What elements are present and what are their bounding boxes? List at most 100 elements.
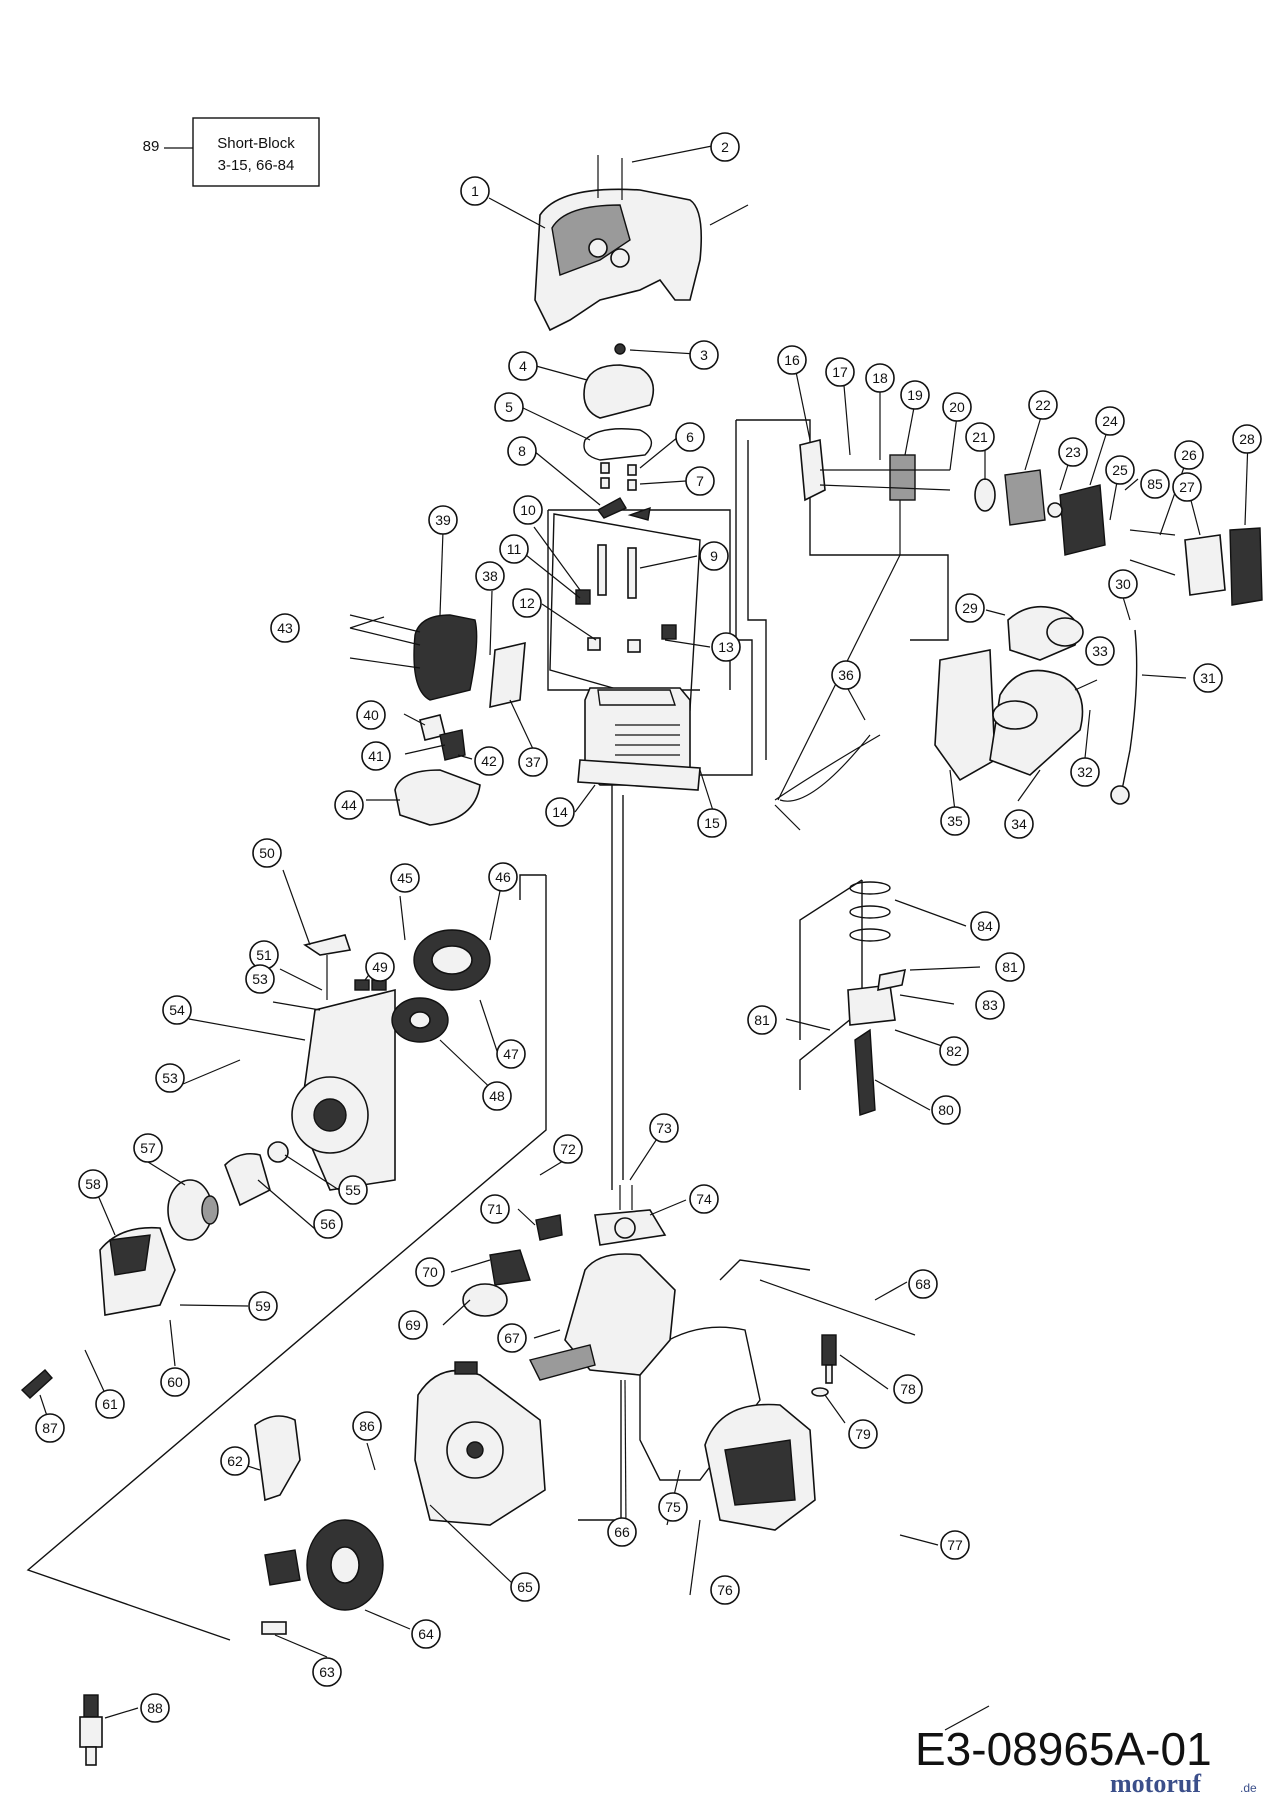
callout-76: 76 — [710, 1575, 740, 1605]
short-block-parts: 3-15, 66-84 — [218, 157, 295, 174]
callout-32: 32 — [1070, 757, 1100, 787]
short-block-title: Short-Block — [217, 135, 295, 152]
svg-text:68: 68 — [915, 1276, 931, 1292]
svg-text:53: 53 — [162, 1070, 178, 1086]
callout-82: 82 — [939, 1036, 969, 1066]
svg-text:47: 47 — [503, 1046, 519, 1062]
svg-text:79: 79 — [855, 1426, 871, 1442]
callout-31: 31 — [1193, 663, 1223, 693]
callout-27: 27 — [1172, 472, 1202, 502]
cylinder-14 — [577, 687, 701, 791]
callout-55: 55 — [338, 1175, 368, 1205]
callout-7: 7 — [685, 466, 715, 496]
svg-text:31: 31 — [1200, 670, 1216, 686]
callout-45: 45 — [390, 863, 420, 893]
spring-87 — [20, 1369, 53, 1399]
callout-65: 65 — [510, 1572, 540, 1602]
spark-plug-78 — [811, 1334, 837, 1397]
callout-37: 37 — [518, 747, 548, 777]
svg-text:9: 9 — [710, 548, 718, 564]
callout-56: 56 — [313, 1209, 343, 1239]
clutch-housing — [99, 1226, 176, 1316]
callout-46: 46 — [488, 862, 518, 892]
callout-9: 9 — [699, 541, 729, 571]
callout-29: 29 — [955, 593, 985, 623]
svg-text:17: 17 — [832, 364, 848, 380]
callout-39: 39 — [428, 505, 458, 535]
callout-57: 57 — [133, 1133, 163, 1163]
ignition-module — [254, 1415, 301, 1635]
air-filter-cover — [583, 343, 655, 461]
drawing-code: E3-08965A-01 — [915, 1723, 1212, 1775]
svg-text:30: 30 — [1115, 576, 1131, 592]
clutch-drum — [167, 1179, 219, 1241]
svg-text:77: 77 — [947, 1537, 963, 1553]
callout-25: 25 — [1105, 455, 1135, 485]
svg-text:63: 63 — [319, 1664, 335, 1680]
piston-assembly — [847, 881, 907, 1116]
svg-text:13: 13 — [718, 639, 734, 655]
svg-text:7: 7 — [696, 473, 704, 489]
callout-61: 61 — [95, 1389, 125, 1419]
callout-6: 6 — [675, 422, 705, 452]
callout-18: 18 — [865, 363, 895, 393]
callout-40: 40 — [356, 700, 386, 730]
svg-text:51: 51 — [256, 947, 272, 963]
callout-80: 80 — [931, 1095, 961, 1125]
svg-text:23: 23 — [1065, 444, 1081, 460]
svg-text:64: 64 — [418, 1626, 434, 1642]
svg-text:81: 81 — [1002, 959, 1018, 975]
callout-81a: 81 — [995, 952, 1025, 982]
svg-text:56: 56 — [320, 1216, 336, 1232]
svg-text:19: 19 — [907, 387, 923, 403]
svg-text:11: 11 — [507, 541, 522, 557]
svg-text:80: 80 — [938, 1102, 954, 1118]
svg-text:72: 72 — [560, 1141, 576, 1157]
callout-23: 23 — [1058, 437, 1088, 467]
fuel-line — [774, 804, 801, 831]
callout-21: 21 — [965, 422, 995, 452]
svg-text:28: 28 — [1239, 431, 1255, 447]
svg-text:57: 57 — [140, 1140, 156, 1156]
svg-text:36: 36 — [838, 667, 854, 683]
callout-41: 41 — [361, 741, 391, 771]
svg-text:27: 27 — [1179, 479, 1195, 495]
callout-88: 88 — [140, 1693, 170, 1723]
svg-text:43: 43 — [277, 620, 293, 636]
callout-26: 26 — [1174, 440, 1204, 470]
svg-text:50: 50 — [259, 845, 275, 861]
callout-66: 66 — [607, 1517, 637, 1547]
callout-36: 36 — [831, 660, 861, 690]
svg-text:22: 22 — [1035, 397, 1051, 413]
air-box — [934, 605, 1138, 805]
short-block-box — [192, 117, 320, 187]
callout-58: 58 — [78, 1169, 108, 1199]
svg-text:34: 34 — [1011, 816, 1027, 832]
gasket-panel-9 — [549, 513, 701, 711]
callout-43: 43 — [270, 613, 300, 643]
callout-1: 1 — [460, 176, 490, 206]
svg-text:66: 66 — [614, 1524, 630, 1540]
svg-text:48: 48 — [489, 1088, 505, 1104]
callout-63: 63 — [312, 1657, 342, 1687]
callout-19: 19 — [900, 380, 930, 410]
svg-text:12: 12 — [519, 595, 535, 611]
svg-text:75: 75 — [665, 1499, 681, 1515]
fuel-line-36 — [774, 734, 881, 802]
svg-text:20: 20 — [949, 399, 965, 415]
recoil-starter — [224, 929, 491, 1207]
callout-5: 5 — [494, 392, 524, 422]
callout-53b: 53 — [155, 1063, 185, 1093]
svg-text:84: 84 — [977, 918, 993, 934]
callout-15: 15 — [697, 808, 727, 838]
svg-text:32: 32 — [1077, 764, 1093, 780]
flywheel-64 — [306, 1519, 384, 1611]
callouts: 1 2 3 4 5 6 7 8 9 10 11 12 13 14 15 16 1… — [35, 132, 1262, 1723]
muffler-assembly — [349, 614, 526, 826]
short-block-ref-number: 89 — [143, 138, 160, 155]
callout-22: 22 — [1028, 390, 1058, 420]
svg-text:74: 74 — [696, 1191, 712, 1207]
callout-8: 8 — [507, 436, 537, 466]
callout-35: 35 — [940, 806, 970, 836]
